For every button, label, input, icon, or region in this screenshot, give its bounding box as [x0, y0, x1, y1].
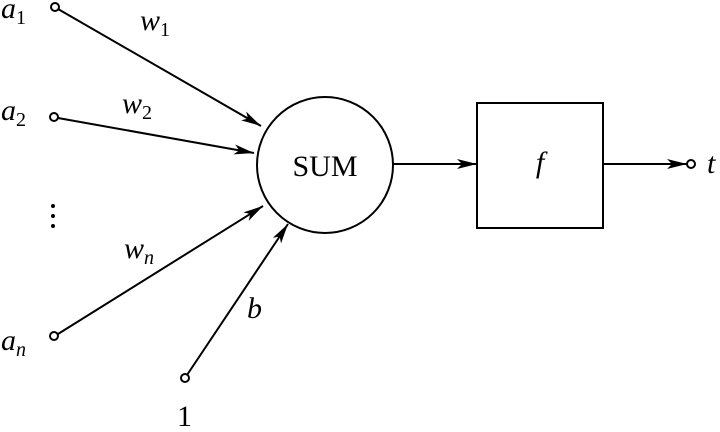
activation-label: f: [536, 146, 548, 179]
bias-weight-label: b: [247, 292, 262, 325]
input-terminal-a2: [49, 112, 59, 122]
ellipsis-dot: [51, 204, 55, 208]
bias-input-label: 1: [177, 400, 192, 432]
output-terminal: [686, 159, 696, 169]
input-terminal-an: [49, 331, 59, 341]
ellipsis-dot: [51, 224, 55, 228]
edge-a2-to-sum: [57, 117, 255, 155]
edge-an-to-sum: [57, 205, 264, 335]
edge-a1-to-sum: [57, 8, 262, 127]
weight-label-w1: w1: [140, 4, 170, 41]
output-label: t: [707, 147, 716, 180]
input-label-a1: a1: [1, 0, 26, 29]
ellipsis-dot: [51, 214, 55, 218]
bias-terminal: [180, 373, 190, 383]
activation-box: [476, 102, 604, 229]
input-terminal-a1: [50, 2, 60, 12]
input-label-an: an: [1, 324, 26, 361]
sum-label: SUM: [292, 150, 357, 183]
input-label-a2: a2: [1, 94, 26, 131]
edge-bias-to-sum: [186, 223, 289, 376]
weight-label-wn: wn: [124, 232, 154, 269]
weight-label-w2: w2: [122, 87, 152, 124]
